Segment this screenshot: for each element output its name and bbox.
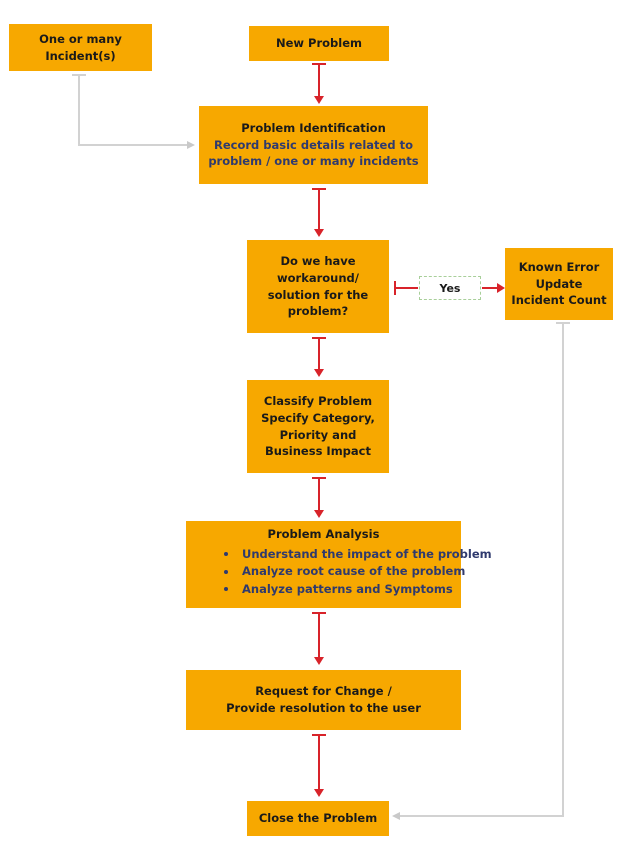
node-known-error-line-1: Known Error bbox=[518, 259, 600, 274]
node-close-problem[interactable]: Close the Problem bbox=[247, 801, 389, 836]
node-rfc-line-1: Request for Change / bbox=[255, 684, 392, 699]
node-decision-line-1: Do we have bbox=[280, 254, 356, 269]
node-new-problem-line-1: New Problem bbox=[275, 36, 362, 51]
connector-incidents-to-identification bbox=[78, 144, 188, 146]
node-decision-workaround[interactable]: Do we have workaround/ solution for the … bbox=[247, 240, 389, 333]
arrow-down-icon bbox=[314, 657, 324, 665]
node-incidents[interactable]: One or many Incident(s) bbox=[9, 24, 152, 71]
arrow-left-icon bbox=[392, 812, 400, 820]
node-problem-identification-line-2: problem / one or many incidents bbox=[208, 154, 419, 169]
node-classify-line-1: Classify Problem bbox=[263, 394, 373, 409]
node-problem-identification[interactable]: Problem Identification Record basic deta… bbox=[199, 106, 428, 184]
connector-new-problem-to-identification bbox=[318, 63, 320, 97]
arrow-down-icon bbox=[314, 789, 324, 797]
node-rfc-line-2: Provide resolution to the user bbox=[226, 701, 421, 715]
node-known-error-line-3: Incident Count bbox=[511, 293, 607, 308]
connector-known-error-to-close bbox=[400, 815, 564, 817]
node-new-problem[interactable]: New Problem bbox=[249, 26, 389, 61]
list-item: Analyze patterns and Symptoms bbox=[220, 581, 492, 599]
arrow-down-icon bbox=[314, 510, 324, 518]
node-classify-problem[interactable]: Classify Problem Specify Category, Prior… bbox=[247, 380, 389, 473]
arrow-down-icon bbox=[314, 229, 324, 237]
connector-yes-to-known-error bbox=[482, 287, 498, 289]
connector-classify-to-analysis bbox=[318, 477, 320, 510]
node-classify-line-4: Business Impact bbox=[265, 444, 371, 459]
connector-identification-to-decision bbox=[318, 188, 320, 230]
node-problem-analysis-bullet-list: Understand the impact of the problem Ana… bbox=[186, 546, 492, 599]
arrow-right-icon bbox=[187, 141, 195, 149]
connector-rfc-to-close bbox=[318, 734, 320, 790]
connector-decision-to-classify bbox=[318, 337, 320, 370]
connector-known-error-vertical bbox=[562, 322, 564, 817]
node-decision-line-2: workaround/ bbox=[277, 270, 359, 285]
node-problem-identification-title: Problem Identification bbox=[241, 120, 386, 135]
node-known-error[interactable]: Known Error Update Incident Count bbox=[505, 248, 613, 320]
connector-decision-to-yes bbox=[394, 287, 418, 289]
node-known-error-line-2: Update bbox=[535, 276, 583, 291]
node-classify-line-3: Priority and bbox=[279, 427, 357, 442]
node-close-problem-line-1: Close the Problem bbox=[258, 811, 378, 826]
list-item: Understand the impact of the problem bbox=[220, 546, 492, 564]
node-problem-analysis[interactable]: Problem Analysis Understand the impact o… bbox=[186, 521, 492, 608]
arrow-right-icon bbox=[497, 283, 505, 293]
node-request-for-change[interactable]: Request for Change / Provide resolution … bbox=[186, 670, 461, 730]
arrow-down-icon bbox=[314, 96, 324, 104]
arrow-down-icon bbox=[314, 369, 324, 377]
node-classify-line-2: Specify Category, bbox=[261, 410, 375, 425]
node-incidents-line-1: One or many bbox=[39, 31, 122, 46]
node-problem-identification-line-1: Record basic details related to bbox=[213, 137, 413, 152]
edge-label-yes: Yes bbox=[419, 276, 481, 300]
edge-label-yes-text: Yes bbox=[439, 281, 461, 295]
node-problem-analysis-title: Problem Analysis bbox=[267, 527, 380, 541]
node-incidents-line-2: Incident(s) bbox=[45, 48, 116, 63]
node-decision-line-4: problem? bbox=[287, 304, 349, 319]
connector-incidents-vertical bbox=[78, 74, 80, 146]
list-item: Analyze root cause of the problem bbox=[220, 563, 492, 581]
connector-analysis-to-rfc bbox=[318, 612, 320, 658]
node-decision-line-3: solution for the bbox=[267, 287, 369, 302]
